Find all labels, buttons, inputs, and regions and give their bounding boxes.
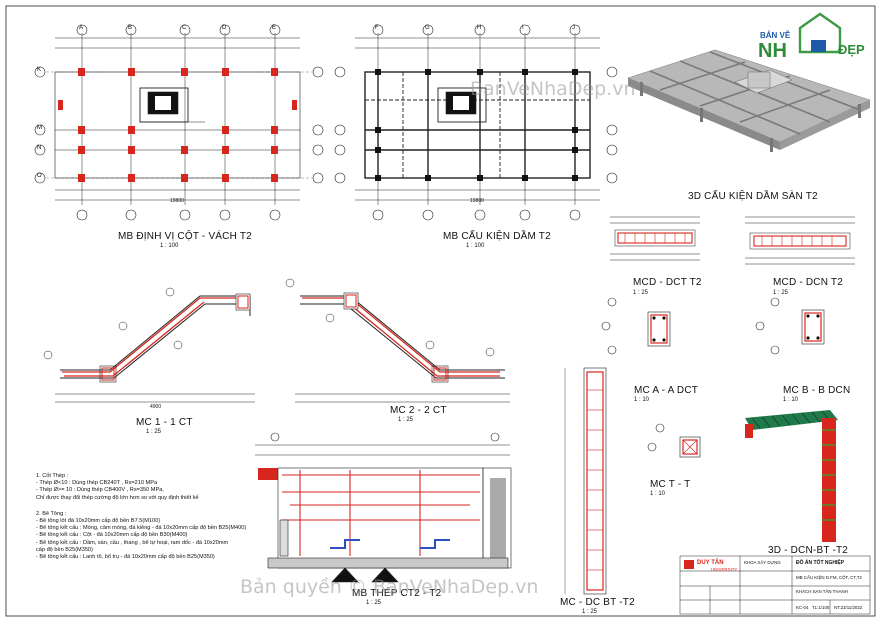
tb-scale: TL:1/100 bbox=[812, 605, 830, 610]
mc-bb-scale: 1 : 10 bbox=[783, 397, 799, 403]
beam-3d-view bbox=[627, 49, 871, 152]
beam-plan-scale: 1 : 100 bbox=[466, 243, 485, 249]
concrete-line-3: - Bê tông kết cấu : Cột - đá 10x20mm cấp… bbox=[36, 532, 188, 539]
tb-project-name: KHÁCH SẠN TÂN THANH bbox=[796, 589, 848, 594]
concrete-line-5: cấp độ bền B25(M350) bbox=[36, 546, 93, 553]
column-plan-title: MB ĐỊNH VỊ CỘT - VÁCH T2 bbox=[118, 231, 252, 242]
mc22-title: MC 2 - 2 CT bbox=[390, 405, 447, 416]
steel-line-2: - Thép Ø>= 10 : Dùng thép CB400V , Rs=35… bbox=[36, 487, 164, 494]
grid-col-e: E bbox=[272, 25, 277, 31]
beam-plan-title: MB CẤU KIỆN DẦM T2 bbox=[443, 231, 551, 242]
stair-section-1-1 bbox=[43, 287, 255, 403]
logo-top-text: BẢN VẼ bbox=[760, 31, 791, 40]
watermark-top: BanVeNhaDep.vn bbox=[470, 78, 636, 100]
mcd-dcn-scale: 1 : 25 bbox=[773, 290, 789, 296]
column-layout-plan bbox=[34, 24, 324, 221]
beam-dcn-long-section bbox=[745, 216, 855, 265]
grid-col-g: G bbox=[425, 25, 430, 31]
section-t-t bbox=[647, 423, 701, 458]
tb-project-heading: ĐỒ ÁN TỐT NGHIỆP bbox=[796, 560, 845, 566]
bottom-section-title: MB THÉP CT2 - T2 bbox=[352, 588, 442, 599]
concrete-heading: 2. Bê Tông : bbox=[36, 510, 67, 517]
grid-col-j: J bbox=[572, 25, 575, 31]
mcd-dcn-title: MCD - DCN T2 bbox=[773, 277, 843, 288]
grid-row-k: K bbox=[37, 67, 42, 73]
dim-total-right: 19800 bbox=[470, 198, 484, 204]
concrete-line-1: - Bê tông lót đá 10x20mm cấp độ bền B7.5… bbox=[36, 518, 161, 525]
grid-col-h: H bbox=[477, 25, 482, 31]
mc-bb-title: MC B - B DCN bbox=[783, 385, 851, 396]
dim-total-left: 19800 bbox=[170, 198, 184, 204]
dcn-3d-view bbox=[745, 410, 838, 542]
mcd-dct-scale: 1 : 25 bbox=[633, 290, 649, 296]
section-b-b bbox=[755, 297, 825, 355]
grid-col-c: C bbox=[182, 25, 187, 31]
steel-line-1: - Thép Ø<10 : Dùng thép CB240T , Rs=210 … bbox=[36, 480, 158, 487]
notes-block: 1. Cốt Thép : - Thép Ø<10 : Dùng thép CB… bbox=[36, 473, 246, 561]
grid-col-b: B bbox=[128, 25, 133, 31]
mc22-scale: 1 : 25 bbox=[398, 417, 414, 423]
logo-dep-text: ĐẸP bbox=[838, 42, 865, 57]
tb-sheet-title: MB CẤU KIỆN D.FM, CỘT, CT,T2 bbox=[796, 575, 862, 580]
grid-row-o: O bbox=[37, 173, 42, 179]
mc-tt-title: MC T - T bbox=[650, 479, 691, 490]
tb-university: DUY TÂN bbox=[697, 560, 724, 566]
logo-house-icon bbox=[798, 12, 842, 54]
bottom-section-scale: 1 : 25 bbox=[366, 600, 382, 606]
concrete-line-6: - Bê tông kết cấu : Lanh tô, bổ trụ - đá… bbox=[36, 554, 215, 561]
grid-col-a: A bbox=[79, 25, 84, 31]
column-plan-scale: 1 : 100 bbox=[160, 243, 179, 249]
concrete-line-4: - Bê tông kết cấu : Dầm, sàn, cầu , than… bbox=[36, 539, 229, 546]
section-a-a bbox=[601, 297, 671, 355]
beam-dct-long-section bbox=[610, 216, 700, 261]
mc-tt-scale: 1 : 10 bbox=[650, 491, 666, 497]
grid-row-n: N bbox=[37, 145, 42, 151]
mc11-scale: 1 : 25 bbox=[146, 429, 162, 435]
watermark-bottom: Bản quyền © BanVeNhaDep.vn bbox=[240, 576, 539, 598]
mc11-title: MC 1 - 1 CT bbox=[136, 417, 193, 428]
mc-dc-scale: 1 : 25 bbox=[582, 609, 598, 615]
title-block bbox=[679, 555, 871, 615]
tb-date: NT:23/11/2022 bbox=[834, 605, 863, 610]
column-dc-section bbox=[564, 367, 607, 595]
tb-faculty: KHOA XÂY DỰNG bbox=[744, 560, 781, 565]
concrete-line-2: - Bê tông kết cấu : Móng, cầm móng, đá k… bbox=[36, 525, 247, 532]
grid-row-m: M bbox=[37, 125, 42, 131]
beam-3d-title: 3D CẤU KIỆN DẦM SÀN T2 bbox=[688, 191, 818, 202]
steel-heading: 1. Cốt Thép : bbox=[36, 473, 69, 479]
logo-nha-text: NH bbox=[758, 40, 787, 62]
steel-line-3: Chỉ được thay đổi thép cường độ lớn hơn … bbox=[36, 494, 199, 501]
mc-aa-title: MC A - A DCT bbox=[634, 385, 699, 396]
mc-dc-title: MC - DC BT -T2 bbox=[560, 597, 635, 608]
beam-plan bbox=[334, 24, 618, 221]
tb-code: KC-04 bbox=[796, 605, 809, 610]
mcd-dct-title: MCD - DCT T2 bbox=[633, 277, 702, 288]
tb-university-sub: UNIVERSITY bbox=[711, 567, 738, 572]
dim-span: 4900 bbox=[150, 404, 162, 410]
dcn-3d-title: 3D - DCN-BT -T2 bbox=[768, 545, 849, 556]
grid-col-f: F bbox=[375, 25, 379, 31]
bottom-rebar-section bbox=[255, 432, 512, 583]
grid-col-i: I bbox=[522, 25, 524, 31]
grid-col-d: D bbox=[222, 25, 227, 31]
mc-aa-scale: 1 : 10 bbox=[634, 397, 650, 403]
stair-section-2-2 bbox=[285, 278, 510, 403]
